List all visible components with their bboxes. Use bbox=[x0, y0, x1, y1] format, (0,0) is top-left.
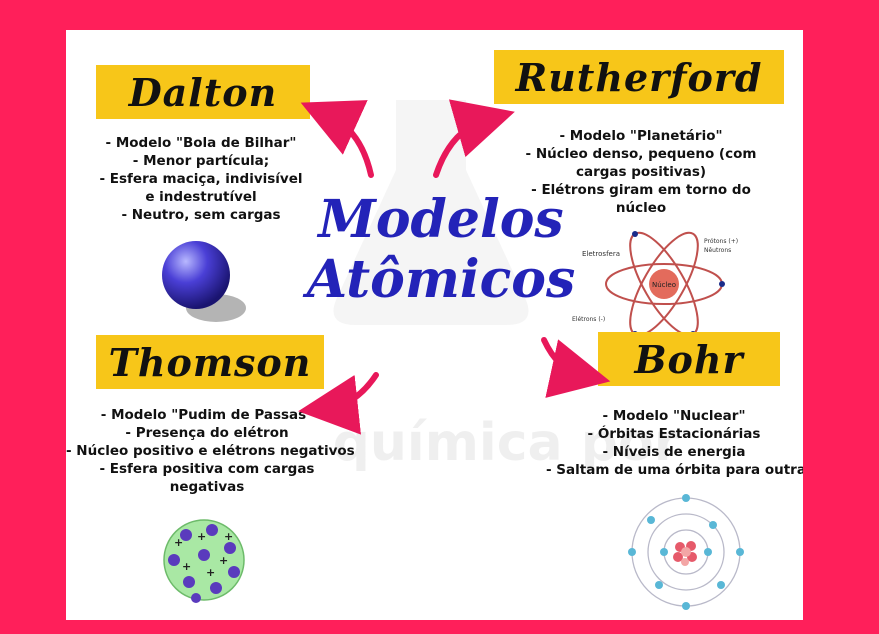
neutrons-label: Nêutrons bbox=[704, 247, 731, 254]
dalton-line: - Neutro, sem cargas bbox=[121, 207, 281, 223]
connector-arrows bbox=[298, 99, 611, 435]
dalton-line: - Menor partícula; bbox=[132, 153, 270, 169]
arrow-to-dalton-icon bbox=[300, 100, 374, 178]
dalton-line: e indestrutível bbox=[145, 189, 257, 205]
thomson-title: Thomson bbox=[108, 339, 312, 385]
svg-text:+: + bbox=[182, 560, 191, 573]
electron-icon bbox=[632, 231, 638, 237]
thomson-line: - Núcleo positivo e elétrons negativos bbox=[66, 443, 355, 459]
electrosphere-label: Eletrosfera bbox=[582, 250, 620, 258]
billiard-ball-sphere-icon bbox=[162, 241, 246, 322]
rutherford-line: núcleo bbox=[615, 200, 667, 216]
nucleus-label: Núcleo bbox=[652, 281, 676, 289]
dalton-description: - Modelo "Bola de Bilhar" - Menor partíc… bbox=[86, 134, 316, 224]
electrons-label: Elétrons (-) bbox=[572, 316, 605, 323]
thomson-line: - Modelo "Pudim de Passas" bbox=[100, 407, 314, 423]
center-title: Modelos Atômicos bbox=[301, 190, 581, 310]
arrow-to-thomson-icon bbox=[298, 372, 379, 435]
bohr-line: - Órbitas Estacionárias bbox=[587, 426, 761, 442]
dalton-label: Dalton bbox=[96, 65, 310, 119]
rutherford-line: cargas positivas) bbox=[575, 164, 707, 180]
svg-text:+: + bbox=[224, 530, 233, 543]
thomson-label: Thomson bbox=[96, 335, 324, 389]
thomson-description: - Modelo "Pudim de Passas" - Presença do… bbox=[66, 406, 355, 496]
bohr-line: - Saltam de uma órbita para outra bbox=[546, 462, 803, 478]
dalton-title: Dalton bbox=[128, 69, 278, 115]
electron-icon bbox=[719, 281, 725, 287]
svg-text:+: + bbox=[206, 566, 215, 579]
svg-text:+: + bbox=[174, 536, 183, 549]
arrow-to-rutherford-icon bbox=[433, 99, 515, 178]
watermark-text: química por bbox=[333, 413, 680, 473]
rutherford-line: - Modelo "Planetário" bbox=[559, 128, 723, 144]
watermark-flask-icon: química por bbox=[333, 100, 680, 473]
plum-pudding-model-icon: + + + + + + bbox=[163, 519, 245, 603]
bohr-atom-diagram bbox=[628, 494, 744, 610]
bohr-line: - Modelo "Nuclear" bbox=[602, 408, 746, 424]
bohr-line: - Níveis de energia bbox=[602, 444, 746, 460]
protons-label: Prótons (+) bbox=[704, 238, 738, 245]
thomson-line: - Esfera positiva com cargas bbox=[99, 461, 315, 477]
center-title-line2: Atômicos bbox=[306, 249, 576, 310]
rutherford-line: - Núcleo denso, pequeno (com bbox=[525, 146, 757, 162]
mind-map-card: química por Dalton - Modelo "Bola de Bil… bbox=[66, 30, 803, 620]
thomson-line: - Presença do elétron bbox=[125, 425, 289, 441]
bohr-title: Bohr bbox=[634, 336, 744, 382]
svg-text:+: + bbox=[197, 530, 206, 543]
dalton-line: - Modelo "Bola de Bilhar" bbox=[105, 135, 297, 151]
center-title-line1: Modelos bbox=[318, 189, 564, 250]
rutherford-label: Rutherford bbox=[494, 50, 784, 104]
thomson-line: negativas bbox=[169, 479, 245, 495]
dalton-line: - Esfera maciça, indivisível bbox=[99, 171, 303, 187]
bohr-label: Bohr bbox=[598, 332, 780, 386]
rutherford-title: Rutherford bbox=[515, 54, 763, 100]
rutherford-description: - Modelo "Planetário" - Núcleo denso, pe… bbox=[506, 127, 776, 217]
rutherford-line: - Elétrons giram em torno do bbox=[531, 182, 751, 198]
bohr-description: - Modelo "Nuclear" - Órbitas Estacionári… bbox=[546, 407, 803, 479]
nucleus-icon bbox=[649, 269, 679, 299]
svg-text:+: + bbox=[219, 554, 228, 567]
arrow-to-bohr-icon bbox=[541, 337, 611, 398]
